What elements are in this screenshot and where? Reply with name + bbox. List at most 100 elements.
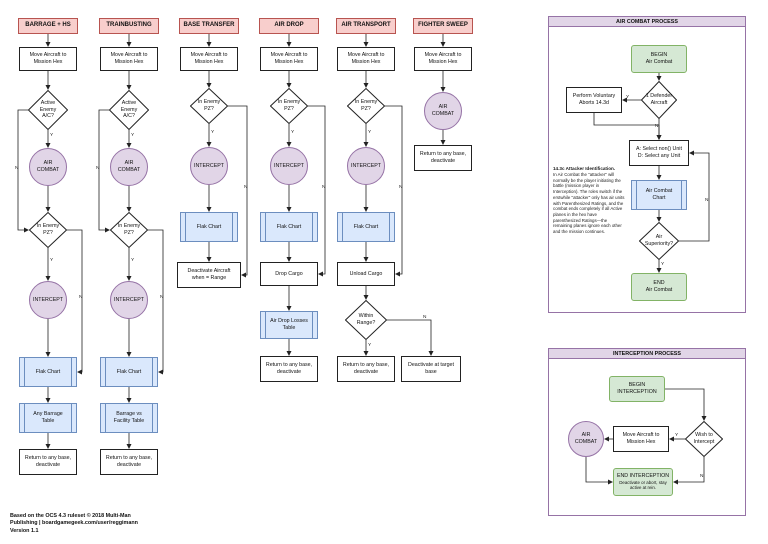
connector-arrow <box>98 109 110 233</box>
wish-to-intercept-decision: Wish to Intercept <box>685 421 723 457</box>
branch-label: N <box>423 315 427 320</box>
select-unit-box: A: Select non() Unit D: Select any Unit <box>629 140 689 166</box>
branch-label: N <box>96 166 100 171</box>
move-to-hex-box: Move Aircraft to Mission Hex <box>414 47 472 71</box>
connector-arrow <box>148 229 164 375</box>
air-drop-losses-box: Air Drop Losses Table <box>260 311 318 339</box>
move-to-hex-box: Move Aircraft to Mission Hex <box>337 47 395 71</box>
branch-label: Y <box>675 433 679 438</box>
branch-label: N <box>705 198 709 203</box>
air-combat-node: AIR COMBAT <box>110 148 148 186</box>
within-range-decision-label: Within Range? <box>356 313 376 326</box>
defender-aircraft-decision-label: 1 Defender Aircraft <box>645 93 673 106</box>
in-enemy-pz-decision-label: In Enemy PZ? <box>277 99 301 112</box>
air-combat-node: AIR COMBAT <box>29 148 67 186</box>
mission-header: BARRAGE + HS <box>18 18 78 34</box>
branch-label: Y <box>368 343 372 348</box>
mission-header: AIR DROP <box>259 18 319 34</box>
credit-text: Based on the OCS 4.3 ruleset © 2018 Mult… <box>10 513 138 534</box>
wish-to-intercept-decision-label: Wish to Intercept <box>693 432 715 445</box>
air-combat-node: AIR COMBAT <box>424 92 462 130</box>
in-enemy-pz-decision: In Enemy PZ? <box>347 88 385 124</box>
drop-cargo-box: Drop Cargo <box>260 262 318 286</box>
active-enemy-decision-label: Active Enemy A/C? <box>39 100 57 120</box>
air-superiority-decision: Air Superiority? <box>639 222 679 260</box>
voluntary-aborts-box: Perform Voluntary Aborts 14.3d <box>566 87 622 113</box>
in-enemy-pz-decision-label: In Enemy PZ? <box>354 99 378 112</box>
return-to-base-box: Return to any base, deactivate <box>414 145 472 171</box>
mission-header: BASE TRANSFER <box>179 18 239 34</box>
branch-label: N <box>399 185 403 190</box>
in-enemy-pz-decision: In Enemy PZ? <box>190 88 228 124</box>
within-range-decision: Within Range? <box>345 300 387 340</box>
branch-label: N <box>15 166 19 171</box>
end-air-combat-node: END Air Combat <box>631 273 687 301</box>
branch-label: N <box>322 185 326 190</box>
branch-label: Y <box>626 95 630 100</box>
intercept-node: INTERCEPT <box>110 281 148 319</box>
connector-arrow <box>673 457 705 485</box>
branch-label: Y <box>661 262 665 267</box>
air-superiority-decision-label: Air Superiority? <box>644 234 674 247</box>
deactivate-target-box: Deactivate at target base <box>401 356 461 382</box>
mission-header: TRAINBUSTING <box>99 18 159 34</box>
active-enemy-decision: Active Enemy A/C? <box>28 90 68 130</box>
move-to-hex-box: Move Aircraft to Mission Hex <box>260 47 318 71</box>
flak-chart-box: Flak Chart <box>100 357 158 387</box>
move-to-hex-box: Move Aircraft to Mission Hex <box>100 47 158 71</box>
branch-label: Y <box>131 133 135 138</box>
connector-arrow <box>228 105 248 278</box>
interception-process-title: INTERCEPTION PROCESS <box>548 348 746 359</box>
return-to-base-box: Return to any base, deactivate <box>260 356 318 382</box>
branch-label: Y <box>368 130 372 135</box>
return-to-base-box: Return to any base, deactivate <box>337 356 395 382</box>
mission-header: AIR TRANSPORT <box>336 18 396 34</box>
air-combat-chart-box: Air Combat Chart <box>631 180 687 210</box>
intercept-node: INTERCEPT <box>29 281 67 319</box>
connector-arrow <box>67 229 83 375</box>
connector-arrow <box>679 150 710 242</box>
move-to-hex-box: Move Aircraft to Mission Hex <box>180 47 238 71</box>
air-combat-process-title: AIR COMBAT PROCESS <box>548 16 746 27</box>
flak-chart-box: Flak Chart <box>337 212 395 242</box>
branch-label: Y <box>291 130 295 135</box>
end-interception-title: END INTERCEPTION <box>616 473 670 480</box>
note-body: In Air Combat the "attacker" will normal… <box>553 171 625 235</box>
connector-arrow <box>387 319 434 356</box>
flak-chart-box: Flak Chart <box>180 212 238 242</box>
in-enemy-pz-decision-label: In Enemy PZ? <box>117 223 141 236</box>
intercept-node: INTERCEPT <box>270 147 308 185</box>
in-enemy-pz-decision: In Enemy PZ? <box>110 212 148 248</box>
mission-header: FIGHTER SWEEP <box>413 18 473 34</box>
end-interception-body: Deactivate or abort, stay active at rein… <box>619 479 667 491</box>
return-to-base-box: Return to any base, deactivate <box>19 449 77 475</box>
begin-interception-node: BEGIN INTERCEPTION <box>609 376 665 402</box>
flak-chart-box: Flak Chart <box>260 212 318 242</box>
deactivate-aircraft-box: Deactivate Aircraft when = Range <box>177 262 241 288</box>
air-combat-node: AIR COMBAT <box>568 421 604 457</box>
barrage-table-box: Barrage vs Facility Table <box>100 403 158 433</box>
move-to-hex-box: Move Aircraft to Mission Hex <box>613 426 669 452</box>
connector-arrow <box>17 109 29 233</box>
branch-label: N <box>655 124 659 129</box>
connector-arrow <box>385 105 403 277</box>
unload-cargo-box: Unload Cargo <box>337 262 395 286</box>
defender-aircraft-decision: 1 Defender Aircraft <box>641 81 677 119</box>
in-enemy-pz-decision: In Enemy PZ? <box>29 212 67 248</box>
connector-arrow <box>585 457 613 485</box>
connector-arrow <box>308 105 326 277</box>
move-to-hex-box: Move Aircraft to Mission Hex <box>19 47 77 71</box>
attacker-identification-note: 14.3c Attacker Identification.In Air Com… <box>553 166 625 235</box>
active-enemy-decision-label: Active Enemy A/C? <box>120 100 138 120</box>
return-to-base-box: Return to any base, deactivate <box>100 449 158 475</box>
begin-air-combat-node: BEGIN Air Combat <box>631 45 687 73</box>
active-enemy-decision: Active Enemy A/C? <box>109 90 149 130</box>
in-enemy-pz-decision-label: In Enemy PZ? <box>197 99 221 112</box>
branch-label: N <box>700 474 704 479</box>
barrage-table-box: Any Barrage Table <box>19 403 77 433</box>
note-title: 14.3c Attacker Identification. <box>553 166 616 171</box>
branch-label: Y <box>50 258 54 263</box>
